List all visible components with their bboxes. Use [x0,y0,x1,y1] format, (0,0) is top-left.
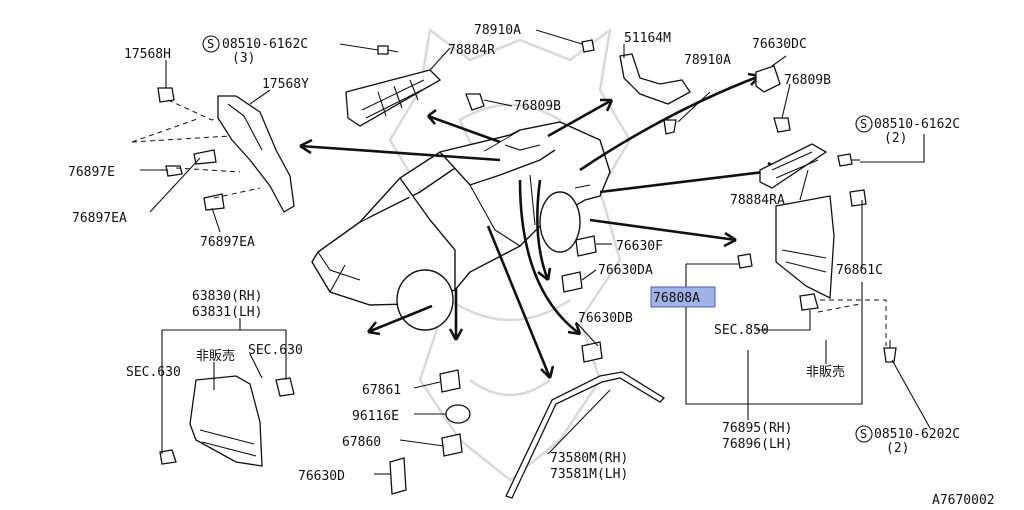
label-sec-630-right[interactable]: SEC.630 [248,343,303,358]
s-symbol-b: S [855,115,873,133]
label-63830[interactable]: 63830(RH) [192,289,262,304]
label-78884RA[interactable]: 78884RA [730,193,785,208]
label-08510-6202C-qty: (2) [886,441,909,456]
part-76630DA-pad [561,271,583,293]
leader-lines [131,29,931,475]
label-76861C[interactable]: 76861C [836,263,883,278]
part-78884RA-vent-grille [759,143,828,189]
label-76895[interactable]: 76895(RH) [722,421,792,436]
part-76809B-clip-a [465,93,485,111]
part-78910A-bolt-b [663,119,677,135]
part-17568H-clip [157,87,175,103]
label-08510-6162C-a-qty: (3) [232,51,255,66]
part-96116E-plug [445,404,471,424]
part-76895-clip [799,293,819,311]
label-sec-850[interactable]: SEC.850 [714,323,769,338]
label-76630DC[interactable]: 76630DC [752,37,807,52]
label-08510-6162C-b[interactable]: 08510-6162C [874,117,960,132]
label-76630DB[interactable]: 76630DB [578,311,633,326]
pointer-arrows [299,72,781,379]
part-63830-mudflap-left [159,375,295,467]
part-76808A-screw [737,253,753,269]
label-sec-630-left[interactable]: SEC.630 [126,365,181,380]
part-76630DC-pad [755,65,781,93]
label-76897EA-b[interactable]: 76897EA [200,235,255,250]
svg-text:S: S [860,117,867,131]
part-76630DB-pad [581,341,603,363]
label-76630DA[interactable]: 76630DA [598,263,653,278]
s-symbol-c: S [855,425,873,443]
label-08510-6202C[interactable]: 08510-6202C [874,427,960,442]
part-17568Y-mudflap-bracket [217,95,295,213]
label-76896[interactable]: 76896(LH) [722,437,792,452]
part-76861C-mudflap [775,189,867,300]
svg-text:S: S [207,37,214,51]
part-51164M-bracket [619,53,691,105]
label-not-for-sale-right: 非販売 [806,364,845,380]
label-17568Y[interactable]: 17568Y [262,77,309,92]
label-not-for-sale-left: 非販売 [196,348,235,364]
highlight-76808A [650,286,716,308]
label-78910A-a[interactable]: 78910A [474,23,521,38]
label-78910A-b[interactable]: 78910A [684,53,731,68]
label-73581M[interactable]: 73581M(LH) [550,467,628,482]
part-76897E-screw [160,165,183,177]
label-08510-6162C-b-qty: (2) [884,131,907,146]
label-17568H[interactable]: 17568H [124,47,171,62]
label-76630D[interactable]: 76630D [298,469,345,484]
part-labels: 17568H 17568Y 08510-6162C (3) 78884R 789… [68,23,995,508]
car-body [311,121,611,331]
label-76630F[interactable]: 76630F [616,239,663,254]
label-76897EA-a[interactable]: 76897EA [72,211,127,226]
part-76630F-pad [575,235,597,257]
part-08510-6202C-screw [883,340,897,363]
label-08510-6162C-a[interactable]: 08510-6162C [222,37,308,52]
label-76808A[interactable]: 76808A [653,291,700,306]
part-73580M-moulding-strip [505,371,666,499]
label-73580M[interactable]: 73580M(RH) [550,451,628,466]
part-76897EA-rivet-a [193,149,217,165]
label-67860[interactable]: 67860 [342,435,381,450]
label-67861[interactable]: 67861 [362,383,401,398]
label-78884R[interactable]: 78884R [448,43,495,58]
label-76809B-a[interactable]: 76809B [514,99,561,114]
part-67860-pad [441,433,463,457]
part-76897EA-rivet-b [203,193,225,211]
svg-text:S: S [860,427,867,441]
label-76809B-b[interactable]: 76809B [784,73,831,88]
part-76630D-pad [389,457,407,495]
part-78910A-bolt-a [581,39,595,53]
part-67861-pad [439,369,461,393]
label-96116E[interactable]: 96116E [352,409,399,424]
part-76809B-clip-b [773,117,791,133]
label-51164M[interactable]: 51164M [624,31,671,46]
s-symbol-a: S [202,35,220,53]
part-78884R-vent-grille [345,69,442,127]
part-08510-6162C-screw-b [837,153,860,167]
diagram-id: A7670002 [932,493,995,508]
label-76897E[interactable]: 76897E [68,165,115,180]
label-63831[interactable]: 63831(LH) [192,305,262,320]
part-08510-6162C-screw-a [377,45,399,55]
